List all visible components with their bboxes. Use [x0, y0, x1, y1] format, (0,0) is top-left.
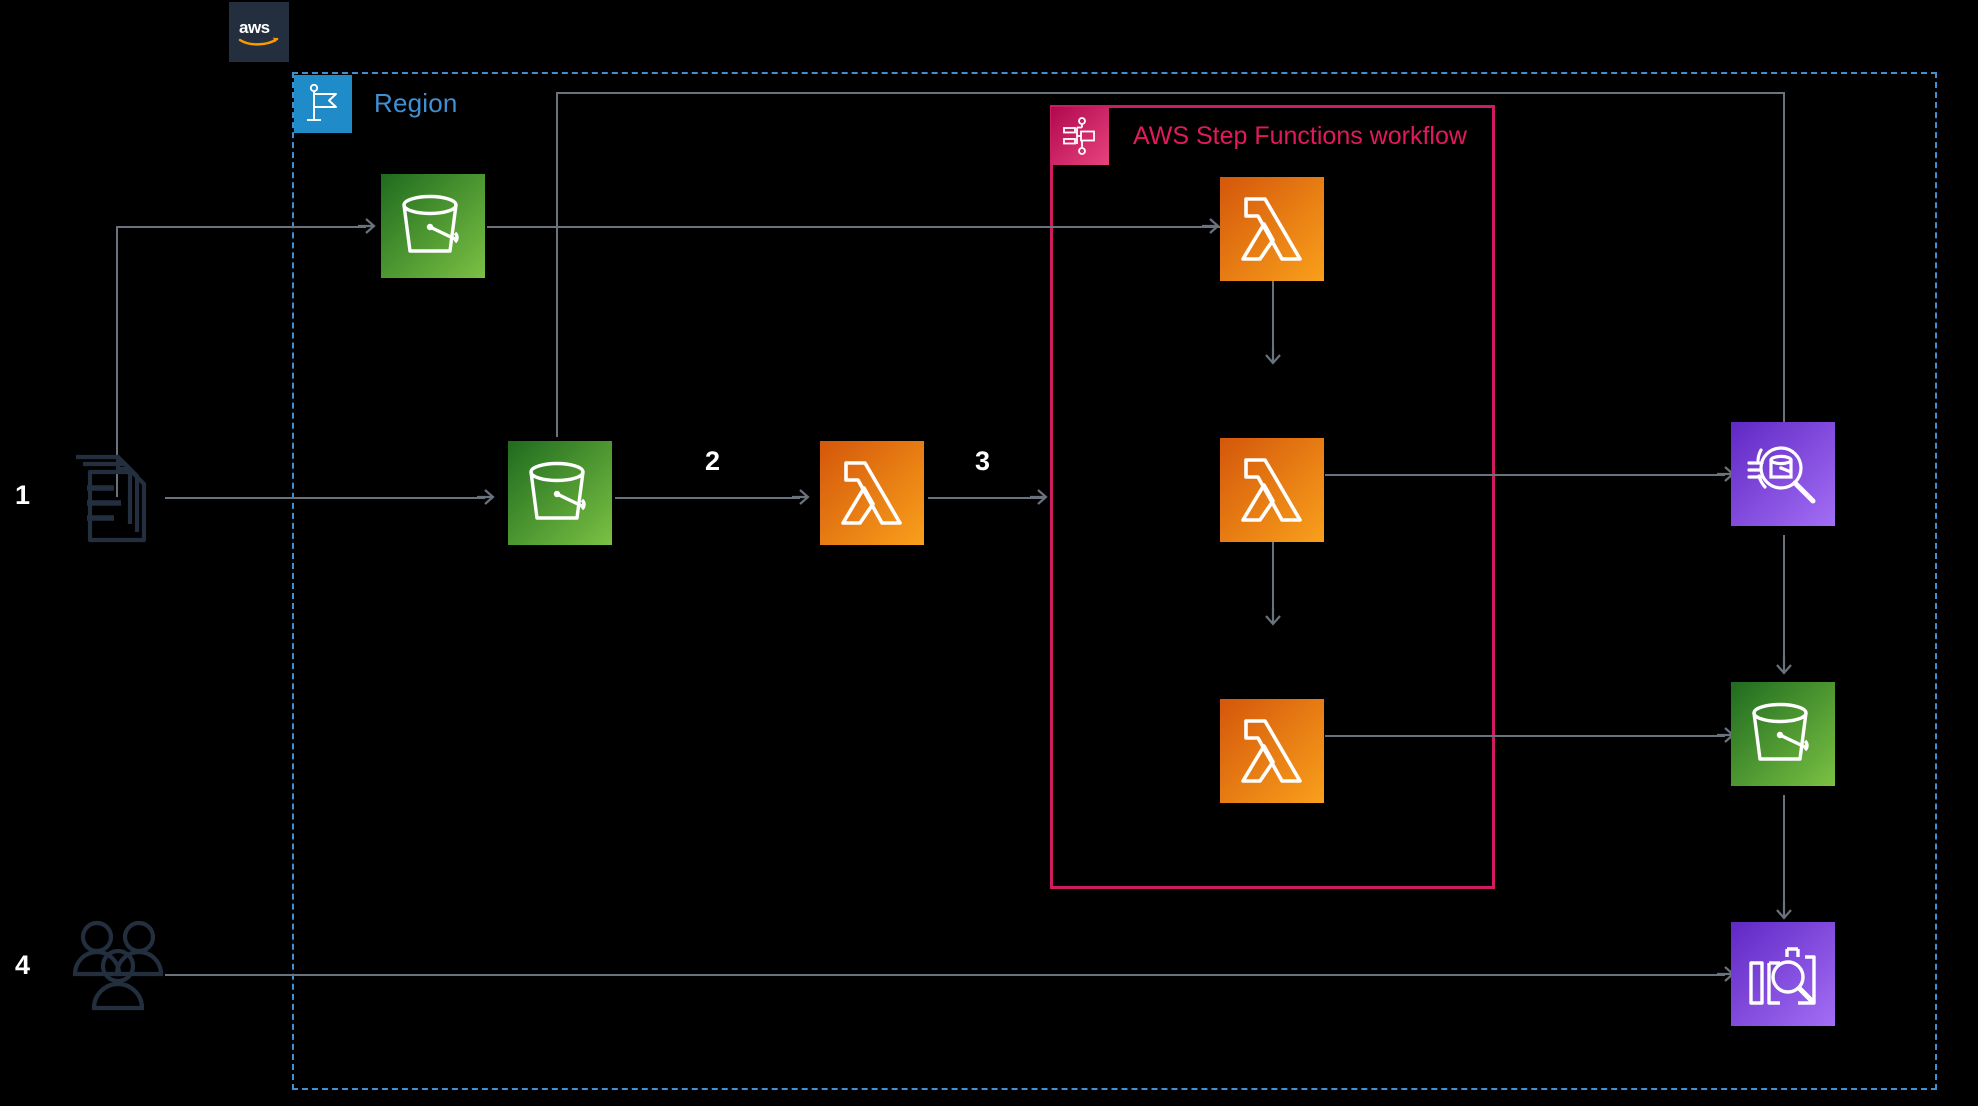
lambda-glyph — [1241, 197, 1302, 261]
lambda-icon-trigger — [820, 441, 924, 545]
connector-lambda-step-2-to-athena — [1325, 474, 1725, 476]
lambda-glyph — [841, 461, 902, 525]
connector-documents-to-s3-top — [116, 226, 366, 228]
users-glyph — [72, 920, 164, 1011]
connector-lambda-step-3-to-s3-results — [1325, 735, 1725, 737]
aws-logo-icon: aws — [238, 18, 279, 46]
athena-icon — [1731, 422, 1835, 526]
lambda-glyph — [1241, 458, 1302, 522]
connector-lambda2-to-lambda3 — [1272, 542, 1274, 614]
lambda-icon-step-3 — [1220, 699, 1324, 803]
connector-athena-to-s3-results — [1783, 535, 1785, 665]
arrowhead-s3-results-down — [1776, 657, 1792, 675]
connector-top-route-down-to-athena — [1783, 92, 1785, 432]
s3-bucket-icon-ingest-top — [381, 174, 485, 278]
documents-glyph — [76, 454, 147, 543]
arrowhead-quicksight-down — [1776, 902, 1792, 920]
arrowhead-to-s3-top — [358, 218, 376, 234]
arrowhead-lambda3 — [1265, 608, 1281, 626]
documents-icon — [72, 450, 162, 551]
step-functions-glyph — [1063, 117, 1095, 155]
step-functions-container — [1050, 105, 1495, 889]
svg-text:aws: aws — [239, 18, 270, 37]
users-icon — [70, 920, 166, 1017]
connector-top-route-horizontal — [556, 92, 1785, 94]
region-flag-icon — [294, 75, 352, 133]
arrowhead-to-step-functions — [1030, 489, 1048, 505]
s3-bucket-icon-ingest-main — [508, 441, 612, 545]
quicksight-icon — [1731, 922, 1835, 1026]
arrowhead-to-lambda-trigger — [792, 489, 810, 505]
arrowhead-to-lambda-step-1 — [1202, 218, 1220, 234]
connector-documents-up — [116, 227, 118, 497]
connector-documents-to-s3-main — [165, 497, 485, 499]
s3-bucket-icon-results — [1731, 682, 1835, 786]
connector-s3-top-to-lambda-step-1 — [487, 226, 1220, 228]
s3-bucket-glyph — [529, 461, 586, 520]
step-functions-label: AWS Step Functions workflow — [1133, 122, 1467, 150]
arrowhead-lambda2 — [1265, 347, 1281, 365]
connector-lambda-trigger-to-step-functions — [928, 497, 1043, 499]
region-label: Region — [374, 88, 458, 118]
connector-users-to-quicksight — [165, 974, 1725, 976]
flag-glyph — [307, 83, 337, 121]
region-boundary — [292, 72, 1937, 1090]
step-number-4: 4 — [15, 950, 31, 980]
connector-s3-main-to-lambda-trigger — [615, 497, 800, 499]
aws-logo-badge: aws — [229, 2, 289, 62]
step-number-3: 3 — [975, 446, 991, 476]
lambda-icon-step-2 — [1220, 438, 1324, 542]
s3-bucket-glyph — [402, 194, 459, 253]
connector-lambda1-to-lambda2 — [1272, 281, 1274, 353]
connector-top-route-down-to-s3-main — [556, 92, 558, 437]
athena-glyph — [1747, 446, 1816, 504]
step-number-2: 2 — [705, 446, 721, 476]
arrowhead-to-s3-main — [477, 489, 495, 505]
quicksight-glyph — [1749, 947, 1816, 1005]
step-number-1: 1 — [15, 480, 31, 510]
lambda-glyph — [1241, 719, 1302, 783]
step-functions-icon — [1051, 107, 1109, 165]
lambda-icon-step-1 — [1220, 177, 1324, 281]
connector-s3-results-to-quicksight — [1783, 795, 1785, 913]
s3-bucket-glyph — [1752, 702, 1809, 761]
